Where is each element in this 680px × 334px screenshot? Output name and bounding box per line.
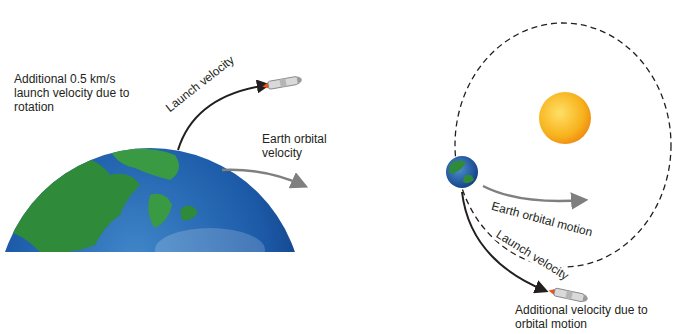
arrow-label: Earth orbital velocity <box>262 132 347 160</box>
orbital-motion-arrow <box>483 186 585 201</box>
earth-globe <box>0 148 303 252</box>
orbital-velocity-arrow <box>222 170 305 186</box>
note-text: Additional velocity due to orbital motio… <box>515 303 675 331</box>
arrow-label: Launch velocity <box>492 226 573 284</box>
rocket <box>548 287 589 303</box>
arrow-label: Launch velocity <box>161 52 238 116</box>
orbit-path <box>455 23 671 267</box>
sun <box>539 92 591 144</box>
earth-small <box>446 156 478 188</box>
note-text: Additional 0.5 km/s launch velocity due … <box>14 72 139 114</box>
rocket <box>262 76 303 91</box>
